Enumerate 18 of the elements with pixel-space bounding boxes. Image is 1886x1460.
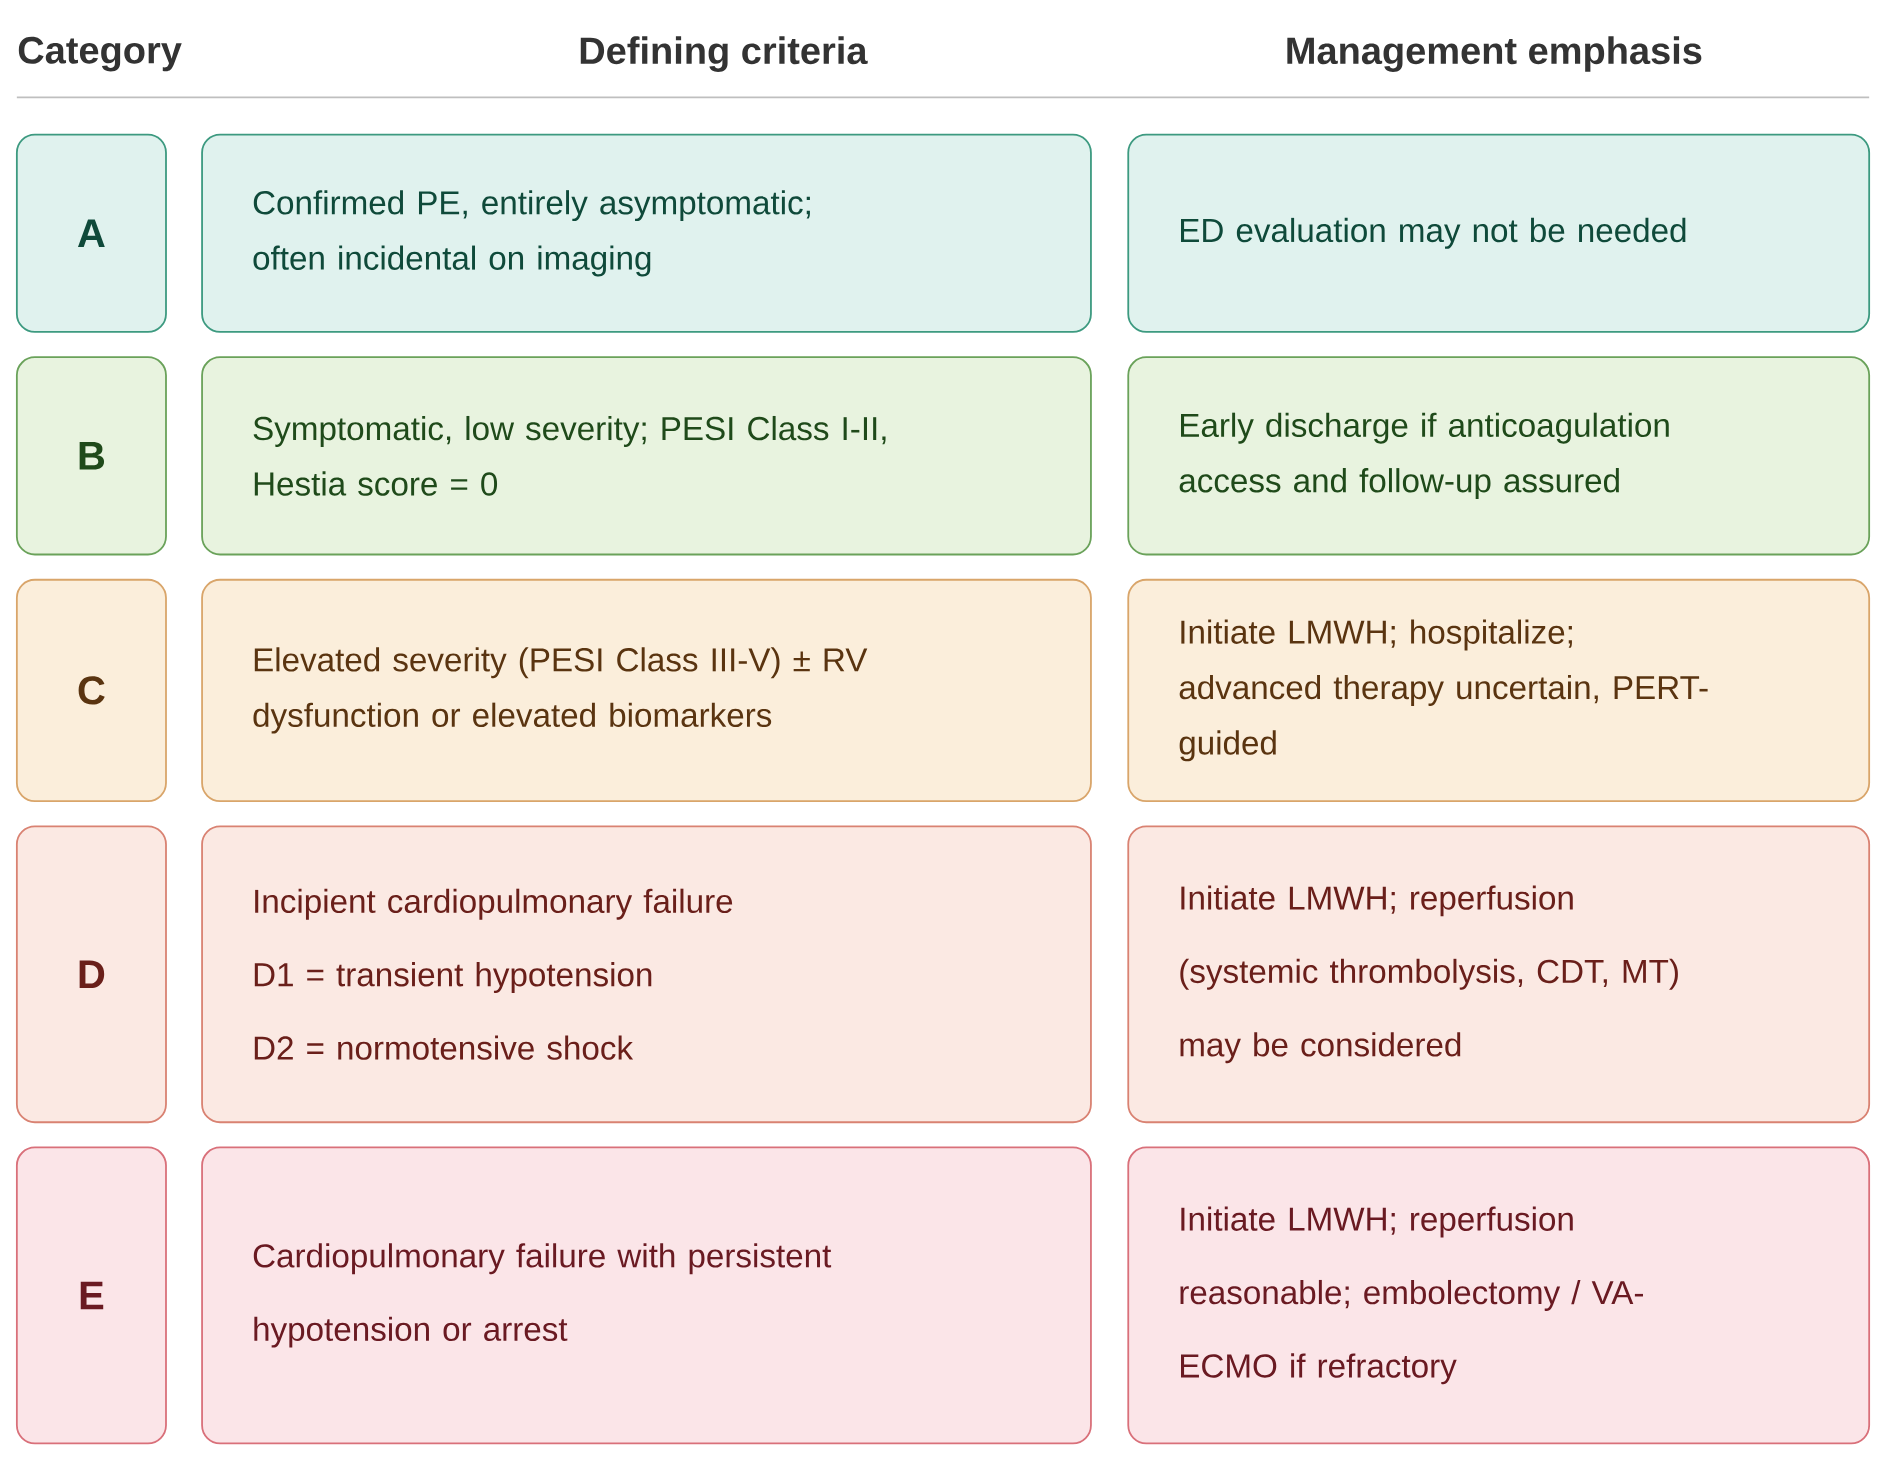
management-box: ED evaluation may not be needed bbox=[1127, 133, 1871, 333]
category-box: B bbox=[15, 356, 167, 556]
criteria-box: Elevated severity (PESI Class III-V) ± RV dysfunction or elevated biomarkers bbox=[201, 578, 1092, 802]
management-box: Early discharge if anticoagulation access and follow-up assured bbox=[1127, 356, 1871, 556]
management-box: Initiate LMWH; reperfusion reasonable; embolectomy / VA-ECMO if refractory bbox=[1127, 1146, 1871, 1445]
column-header: Management emphasis bbox=[1287, 36, 1702, 72]
category-box: C bbox=[15, 578, 167, 802]
column-header: Category bbox=[18, 36, 182, 72]
criteria-box: Symptomatic, low severity; PESI Class I-II, Hestia score = 0 bbox=[201, 356, 1092, 556]
management-box: Initiate LMWH; hospitalize; advanced therapy uncertain, PERT-guided bbox=[1127, 578, 1871, 802]
column-header: Defining criteria bbox=[580, 36, 868, 72]
criteria-box: Incipient cardiopulmonary failure D1 = transient hypotension D2 = normotensive shock bbox=[201, 825, 1092, 1124]
category-box: A bbox=[15, 133, 167, 333]
criteria-box: Confirmed PE, entirely asymptomatic; often incidental on imaging bbox=[201, 133, 1092, 333]
management-box: Initiate LMWH; reperfusion (systemic thrombolysis, CDT, MT) may be considered bbox=[1127, 825, 1871, 1124]
criteria-box: Cardiopulmonary failure with persistent hypotension or arrest bbox=[201, 1146, 1092, 1445]
category-box: D bbox=[15, 825, 167, 1124]
category-box: E bbox=[15, 1146, 167, 1445]
